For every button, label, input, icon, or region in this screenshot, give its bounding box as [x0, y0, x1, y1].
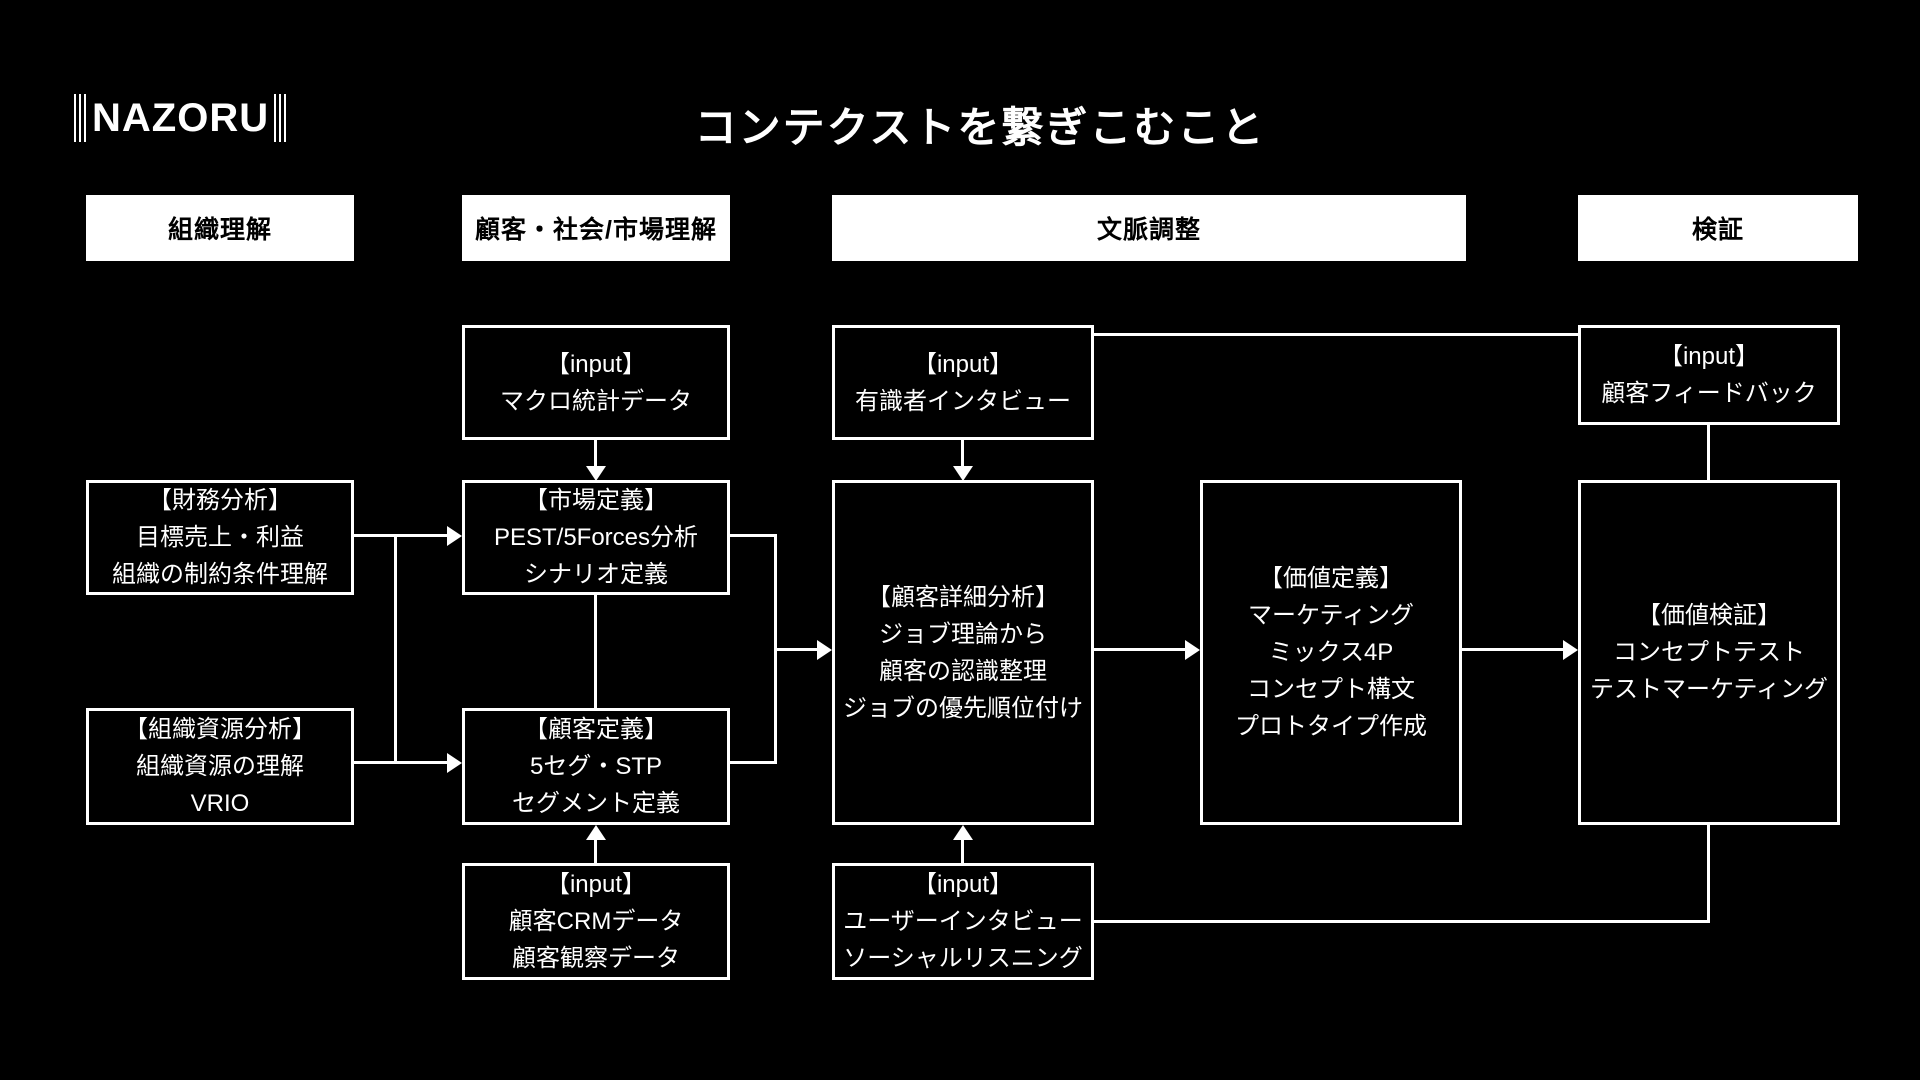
node-line: PEST/5Forces分析: [493, 524, 699, 551]
connector-finance-to-marketdef: [354, 534, 450, 537]
connector-expert-feedback-top: [1094, 333, 1578, 336]
node-line: 【価値定義】: [1259, 565, 1403, 592]
node-customer-detail-analysis: 【顧客詳細分析】 ジョブ理論から 顧客の認識整理 ジョブの優先順位付け: [832, 480, 1094, 825]
node-line: 【input】: [1658, 343, 1760, 370]
node-line: 顧客の認識整理: [879, 657, 1047, 685]
connector-merge-to-customerdetail: [774, 648, 820, 651]
connector-marketdef-right: [730, 534, 777, 537]
connector-orgresource-to-customerdef: [354, 761, 450, 764]
nazoru-logo: NAZORU: [74, 92, 288, 144]
logo-text: NAZORU: [92, 95, 270, 140]
logo-stripes-right-icon: [274, 94, 288, 142]
connector-crm-to-customerdef: [594, 837, 597, 863]
node-input-customer-feedback: 【input】 顧客フィードバック: [1578, 325, 1840, 425]
node-line: VRIO: [190, 790, 250, 817]
node-financial-analysis: 【財務分析】 目標売上・利益 組織の制約条件理解: [86, 480, 354, 595]
arrowhead-down-customerdetail-icon: [953, 466, 973, 481]
node-value-definition: 【価値定義】 マーケティング ミックス4P コンセプト構文 プロトタイプ作成: [1200, 480, 1462, 825]
connector-customerdetail-to-valuedef: [1094, 648, 1188, 651]
node-line: ジョブの優先順位付け: [843, 694, 1083, 722]
connector-user-to-customerdetail: [961, 837, 964, 863]
page-title: コンテクストを繋ぎこむこと: [694, 104, 1266, 151]
node-line: 組織の制約条件理解: [112, 561, 328, 588]
arrowhead-up-customerdetail-icon: [953, 825, 973, 840]
node-line: コンセプトテスト: [1613, 639, 1805, 666]
connector-left-ladder: [394, 534, 397, 764]
node-line: シナリオ定義: [524, 561, 668, 588]
node-line: 顧客CRMデータ: [508, 908, 684, 935]
arrowhead-right-valueverify-icon: [1563, 640, 1578, 660]
node-line: 【input】: [912, 350, 1014, 378]
node-line: ソーシャルリスニング: [843, 945, 1083, 972]
header-customer-market: 顧客・社会/市場理解: [462, 195, 730, 261]
arrowhead-right-valuedef-icon: [1185, 640, 1200, 660]
node-line: ユーザーインタビュー: [843, 908, 1083, 935]
node-input-user-interview: 【input】 ユーザーインタビュー ソーシャルリスニング: [832, 863, 1094, 980]
connector-marketdef-customerdef: [594, 595, 597, 708]
arrowhead-right-customerdetail-icon: [817, 640, 832, 660]
connector-valuedef-to-valueverify: [1462, 648, 1566, 651]
node-org-resource-analysis: 【組織資源分析】 組織資源の理解 VRIO: [86, 708, 354, 825]
node-line: ミックス4P: [1268, 639, 1394, 666]
connector-expert-to-customerdetail: [961, 440, 964, 468]
node-line: マクロ統計データ: [500, 387, 692, 415]
arrowhead-down-marketdef-icon: [586, 466, 606, 481]
node-line: 【input】: [545, 871, 647, 898]
header-context-adjustment: 文脈調整: [832, 195, 1466, 261]
arrowhead-right-marketdef-icon: [447, 526, 462, 546]
node-line: 【価値検証】: [1637, 602, 1781, 629]
header-verification: 検証: [1578, 195, 1858, 261]
connector-user-feedback-bottom: [1094, 920, 1710, 923]
connector-customerdef-right: [730, 761, 777, 764]
node-customer-definition: 【顧客定義】 5セグ・STP セグメント定義: [462, 708, 730, 825]
node-line: 有識者インタビュー: [855, 387, 1071, 415]
node-line: 顧客観察データ: [512, 945, 680, 972]
node-input-crm-data: 【input】 顧客CRMデータ 顧客観察データ: [462, 863, 730, 980]
node-input-expert-interview: 【input】 有識者インタビュー: [832, 325, 1094, 440]
node-line: 【input】: [545, 350, 647, 378]
logo-stripes-left-icon: [74, 94, 87, 142]
node-line: 組織資源の理解: [136, 753, 304, 780]
connector-feedback-to-valueverify: [1707, 425, 1710, 480]
arrowhead-right-customerdef-icon: [447, 753, 462, 773]
connector-valueverify-down: [1707, 825, 1710, 923]
node-line: 【市場定義】: [524, 487, 668, 514]
node-line: 【顧客定義】: [524, 716, 668, 743]
node-line: セグメント定義: [512, 790, 680, 817]
node-market-definition: 【市場定義】 PEST/5Forces分析 シナリオ定義: [462, 480, 730, 595]
node-line: 5セグ・STP: [529, 753, 663, 780]
node-line: 【顧客詳細分析】: [867, 583, 1059, 611]
arrowhead-up-customerdef-icon: [586, 825, 606, 840]
node-line: マーケティング: [1247, 602, 1415, 629]
node-line: 【input】: [912, 871, 1014, 898]
connector-macro-to-marketdef: [594, 440, 597, 468]
node-value-verification: 【価値検証】 コンセプトテスト テストマーケティング: [1578, 480, 1840, 825]
node-line: テストマーケティング: [1589, 676, 1829, 703]
header-organization: 組織理解: [86, 195, 354, 261]
node-line: コンセプト構文: [1247, 676, 1415, 703]
node-line: ジョブ理論から: [879, 620, 1047, 648]
node-line: 【組織資源分析】: [124, 716, 316, 743]
node-input-macro-stats: 【input】 マクロ統計データ: [462, 325, 730, 440]
node-line: 【財務分析】: [148, 487, 292, 514]
node-line: 目標売上・利益: [136, 524, 304, 551]
node-line: 顧客フィードバック: [1601, 380, 1817, 407]
node-line: プロトタイプ作成: [1235, 713, 1427, 740]
